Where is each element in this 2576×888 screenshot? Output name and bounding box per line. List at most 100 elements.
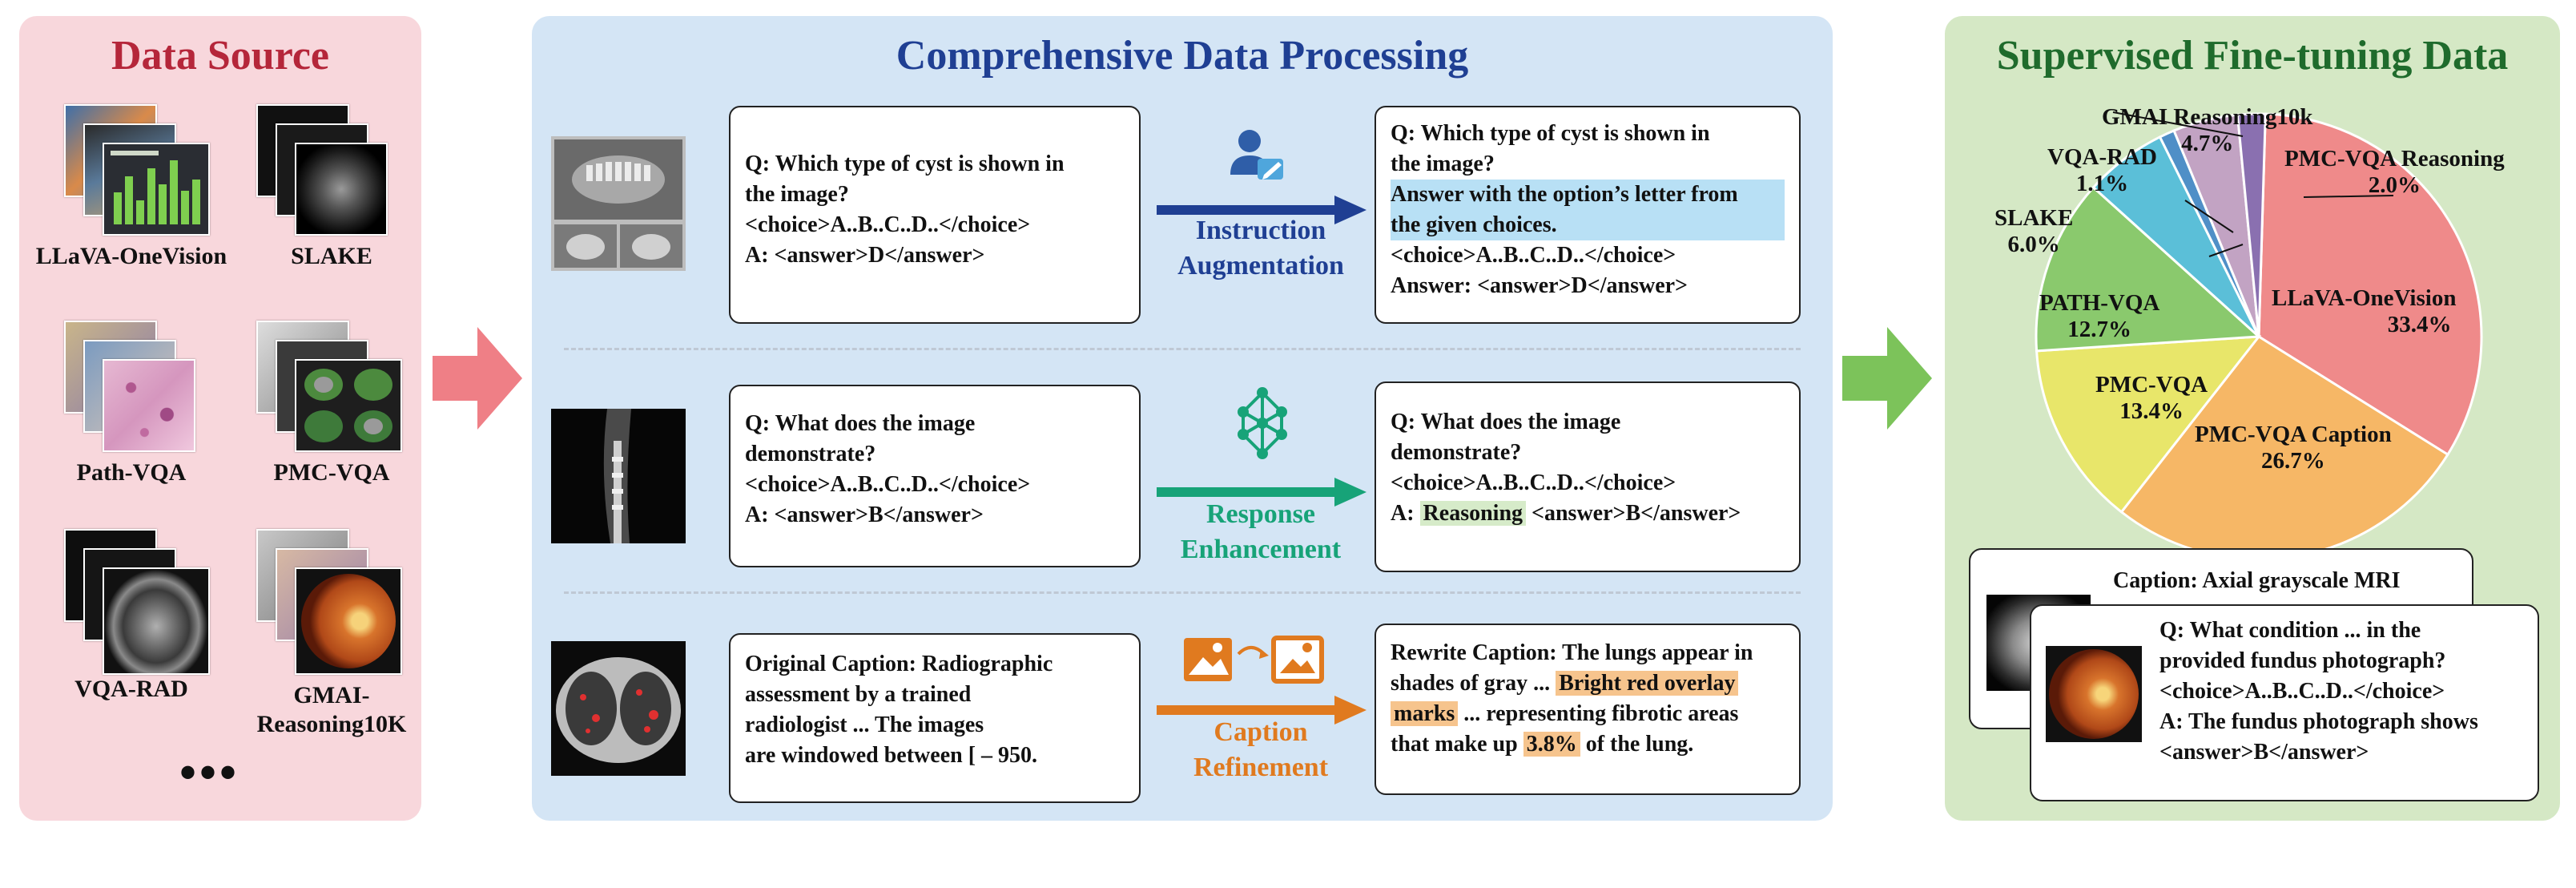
- op-label-line2: Refinement: [1193, 753, 1329, 782]
- percentage-highlight: 3.8%: [1523, 732, 1580, 757]
- pie-label-pmc-caption: PMC-VQA Caption 26.7%: [2195, 422, 2392, 474]
- reasoning-highlight: Reasoning: [1419, 501, 1527, 526]
- pie-label-value: 6.0%: [2007, 232, 2060, 257]
- output-line: Rewrite Caption: The lungs appear in: [1391, 640, 1753, 665]
- output-line: the given choices.: [1391, 212, 1557, 237]
- vqa-rad-thumbnail: [64, 529, 224, 681]
- output-line: Q: Which type of cyst is shown in: [1391, 121, 1710, 146]
- answer-prefix: A:: [1391, 501, 1415, 526]
- dataset-label-pmc-vqa: PMC-VQA: [273, 459, 390, 486]
- data-source-title: Data Source: [111, 33, 329, 79]
- input-line: A: <answer>D</answer>: [745, 243, 985, 268]
- pie-label-name: SLAKE: [1994, 205, 2074, 231]
- output-line-answer: A: Reasoning <answer>B</answer>: [1391, 498, 1785, 529]
- flow-arrow-red: [433, 327, 522, 430]
- pie-leader-line: [2303, 195, 2394, 198]
- input-line: Original Caption: Radiographic: [745, 652, 1053, 676]
- pie-label-value: 4.7%: [2181, 131, 2234, 156]
- input-line: <choice>A..B..C..D..</choice>: [745, 212, 1031, 237]
- user-edit-icon: [1230, 130, 1283, 180]
- path-vqa-thumbnail: [64, 321, 224, 465]
- answer-tag: <answer>B</answer>: [1532, 501, 1741, 526]
- output-line: Answer: <answer>D</answer>: [1391, 273, 1688, 298]
- pie-label-name: LLaVA-OneVision: [2272, 285, 2457, 311]
- input-line: the image?: [745, 182, 849, 207]
- pie-label-llava: LLaVA-OneVision 33.4%: [2272, 285, 2456, 338]
- input-line: Q: Which type of cyst is shown in: [745, 151, 1065, 176]
- pie-slice-path-vqa: [2035, 185, 2262, 353]
- qa-example-text: Q: What condition ... in the provided fu…: [2159, 616, 2478, 768]
- output-line: the image?: [1391, 151, 1495, 176]
- output-line: <choice>A..B..C..D..</choice>: [1391, 470, 1676, 495]
- output-text: that make up: [1391, 732, 1518, 757]
- qa-example-card: Q: What condition ... in the provided fu…: [2030, 604, 2539, 801]
- pmc-vqa-thumbnail: [256, 321, 417, 465]
- pie-label-value: 12.7%: [2067, 317, 2132, 342]
- caption-output-box: Rewrite Caption: The lungs appear in sha…: [1375, 624, 1801, 795]
- pie-leader-line: [2184, 200, 2234, 233]
- image-rewrite-icon: [1184, 636, 1324, 684]
- caption-refinement-label: Caption Refinement: [1157, 715, 1365, 785]
- dental-xray-image: [551, 136, 686, 271]
- pie-label-name: PMC-VQA Caption: [2195, 422, 2392, 447]
- output-text: ... representing fibrotic areas: [1463, 701, 1739, 726]
- input-line: Q: What does the image: [745, 411, 976, 436]
- pie-label-name: PMC-VQA Reasoning: [2284, 146, 2505, 172]
- fundus-thumbnail: [2046, 646, 2142, 742]
- llava-onevision-thumbnail: [64, 104, 224, 248]
- pie-leader-line: [2208, 244, 2244, 257]
- output-line: <choice>A..B..C..D..</choice>: [1391, 243, 1676, 268]
- data-processing-panel: Comprehensive Data Processing Q: Which t…: [532, 16, 1833, 821]
- pie-label-name: PMC-VQA: [2095, 372, 2208, 398]
- pie-label-value: 2.0%: [2368, 172, 2421, 198]
- dataset-label-llava: LLaVA-OneVision: [35, 243, 227, 269]
- sft-data-panel: Supervised Fine-tuning Data GMAI Reasoni…: [1945, 16, 2560, 821]
- gmai-reasoning-thumbnail: [256, 529, 417, 681]
- sft-pie-chart: [2035, 111, 2483, 561]
- op-label-line1: Response: [1205, 499, 1316, 529]
- instruction-output-box: Q: Which type of cyst is shown in the im…: [1375, 106, 1801, 324]
- output-line: demonstrate?: [1391, 440, 1522, 465]
- dataset-label-path-vqa: Path-VQA: [76, 459, 187, 486]
- qa-line: Q: What condition ... in the: [2159, 618, 2421, 643]
- input-line: radiologist ... The images: [745, 712, 984, 737]
- op-label-line1: Caption: [1214, 717, 1308, 747]
- overlay-highlight: Bright red overlay: [1556, 671, 1739, 696]
- caption-refinement-arrow: [1157, 696, 1366, 725]
- pie-label-vqa-rad: VQA-RAD 1.1%: [2047, 144, 2157, 197]
- dataset-label-gmai-line1: GMAI-: [293, 682, 370, 708]
- pie-label-name: GMAI Reasoning10k: [2102, 104, 2313, 130]
- added-instruction-highlight: Answer with the option’s letter from the…: [1391, 180, 1785, 240]
- pie-label-value: 13.4%: [2119, 398, 2184, 424]
- pie-label-pmc-vqa: PMC-VQA 13.4%: [2095, 372, 2208, 425]
- caption-input-box: Original Caption: Radiographic assessmen…: [729, 633, 1141, 803]
- caption-example-text: Caption: Axial grayscale MRI: [2113, 568, 2401, 593]
- data-processing-title: Comprehensive Data Processing: [896, 33, 1469, 79]
- pie-label-value: 1.1%: [2075, 171, 2129, 196]
- dataset-label-vqa-rad: VQA-RAD: [74, 676, 188, 702]
- qa-line: A: The fundus photograph shows: [2159, 709, 2478, 734]
- response-input-box: Q: What does the image demonstrate? <cho…: [729, 385, 1141, 567]
- input-line: <choice>A..B..C..D..</choice>: [745, 472, 1031, 497]
- instruction-input-box: Q: Which type of cyst is shown in the im…: [729, 106, 1141, 324]
- input-line: are windowed between [ – 950.: [745, 743, 1038, 768]
- pie-label-name: VQA-RAD: [2047, 144, 2157, 170]
- dataset-label-gmai-line2: Reasoning10K: [256, 711, 407, 737]
- instruction-augmentation-arrow: [1157, 196, 1366, 224]
- flow-arrow-green: [1842, 327, 1932, 430]
- sagittal-ct-image: [551, 409, 686, 543]
- neural-network-icon: [1238, 387, 1287, 459]
- sft-data-title: Supervised Fine-tuning Data: [1996, 33, 2509, 79]
- output-line: shades of gray ... Bright red overlay: [1391, 668, 1785, 699]
- pie-label-gmai: GMAI Reasoning10k 4.7%: [2102, 104, 2312, 157]
- pie-label-value: 26.7%: [2260, 448, 2325, 474]
- pie-label-pmc-reasoning: PMC-VQA Reasoning 2.0%: [2284, 146, 2505, 199]
- input-line: assessment by a trained: [745, 682, 972, 707]
- output-line: Answer with the option’s letter from: [1391, 182, 1738, 207]
- row-divider: [564, 591, 1801, 594]
- pie-leader-line: [2112, 111, 2244, 137]
- response-enhancement-arrow: [1157, 478, 1366, 507]
- pie-slice-llava-onevision: [2257, 112, 2483, 457]
- slake-thumbnail: [256, 104, 409, 248]
- output-line: marks ... representing fibrotic areas: [1391, 699, 1785, 729]
